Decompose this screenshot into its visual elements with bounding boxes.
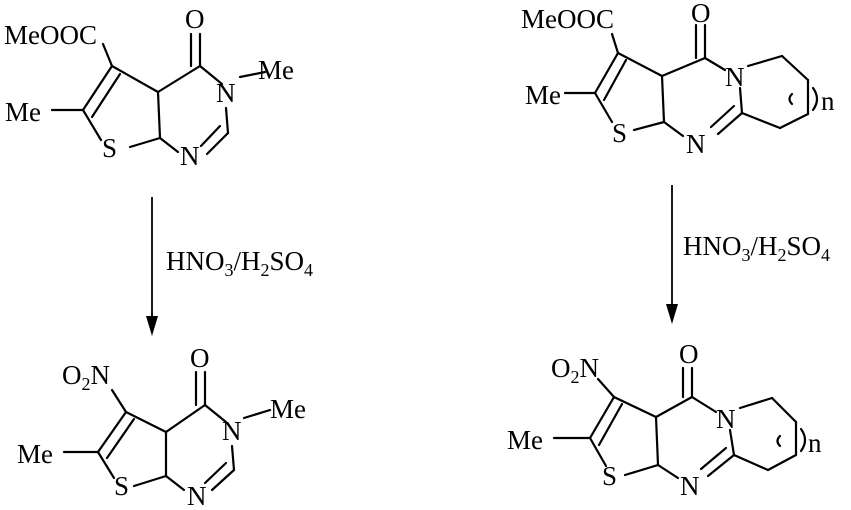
imine-nitrogen-label: N (180, 141, 200, 171)
ester-group-label: MeOOC (521, 4, 614, 34)
left-reagent-label: HNO3/H2SO4 (166, 246, 313, 280)
carbonyl-oxygen-label: O (679, 339, 699, 369)
sulfur-atom-label: S (612, 118, 627, 148)
imine-nitrogen-label: N (187, 481, 207, 510)
nitro-group-label: O2N (62, 360, 110, 394)
imine-nitrogen-label: N (680, 471, 700, 501)
right-reactant-labels: MeOOC Me S N N O n (521, 0, 835, 159)
methyl-label: Me (525, 80, 561, 110)
ester-group-label: MeOOC (4, 20, 97, 50)
right-reaction-arrow (666, 185, 678, 324)
imine-nitrogen-label: N (686, 129, 706, 159)
carbonyl-oxygen-label: O (185, 4, 205, 34)
right-product-structure (552, 366, 807, 480)
sulfur-atom-label: S (102, 133, 117, 163)
left-reaction-arrow (146, 197, 158, 336)
ring-nitrogen-label: N (716, 404, 736, 434)
amide-nitrogen-label: N (222, 416, 242, 446)
left-product-labels: O2N Me S N N Me O (17, 343, 306, 510)
right-product-labels: O2N Me S N N O n (507, 339, 822, 501)
right-reactant-structure (563, 23, 819, 138)
carbonyl-oxygen-label: O (190, 343, 210, 373)
repeat-index-label: n (808, 428, 822, 458)
repeat-index-label: n (821, 86, 835, 116)
methyl-label: Me (17, 439, 53, 469)
ring-nitrogen-label: N (725, 62, 745, 92)
sulfur-atom-label: S (114, 471, 129, 501)
n-methyl-label: Me (258, 55, 294, 85)
left-product-structure (62, 370, 272, 492)
left-reactant-structure (50, 32, 267, 156)
sulfur-atom-label: S (602, 461, 617, 491)
left-reactant-labels: MeOOC Me S N N Me O (4, 4, 294, 171)
amide-nitrogen-label: N (216, 78, 236, 108)
n-methyl-label: Me (270, 394, 306, 424)
nitro-group-label: O2N (551, 353, 599, 387)
right-reagent-label: HNO3/H2SO4 (683, 231, 830, 265)
carbonyl-oxygen-label: O (691, 0, 711, 28)
methyl-label: Me (507, 425, 543, 455)
methyl-label: Me (5, 97, 41, 127)
